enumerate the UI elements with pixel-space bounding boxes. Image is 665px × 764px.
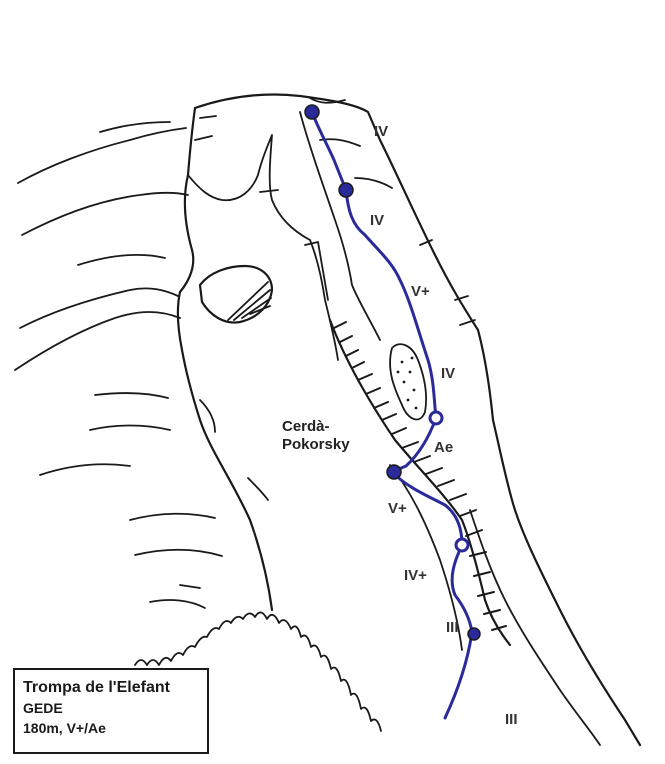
- ridge-line-6: [15, 312, 180, 370]
- pitch-grade-2: IV: [370, 212, 384, 229]
- pitch-grade-8: III: [446, 619, 459, 636]
- ridge-line-8: [90, 426, 170, 431]
- ridge-line-2: [100, 122, 170, 132]
- pitch-grade-3: V+: [411, 283, 430, 300]
- route-length-grade: 180m, V+/Ae: [23, 718, 207, 738]
- belay-station-5: [456, 539, 468, 551]
- route-name: Trompa de l'Elefant: [23, 678, 207, 698]
- pitch-grade-1: IV: [374, 123, 388, 140]
- ridge-line-14: [150, 600, 205, 608]
- rock-hole-shading: [228, 282, 271, 320]
- rock-right-spur: [470, 510, 600, 745]
- belay-station-1: [305, 105, 319, 119]
- ridge-line-13: [248, 478, 268, 500]
- pitch-grade-7: IV+: [404, 567, 427, 584]
- rock-pillar: [305, 242, 328, 300]
- route-author: GEDE: [23, 698, 207, 718]
- rock-hole: [200, 266, 272, 323]
- rock-pocket: [390, 344, 426, 419]
- ridge-line-1: [18, 128, 186, 183]
- ridge-line-9: [40, 464, 130, 475]
- rock-ledge-7: [195, 116, 278, 192]
- rock-ledge-3: [355, 178, 392, 188]
- ridge-line-4: [78, 255, 165, 265]
- rock-trunk: [188, 135, 310, 240]
- ridge-line-15: [180, 585, 200, 588]
- belay-station-4: [387, 465, 401, 479]
- pitch-grade-9: III: [505, 711, 518, 728]
- ridge-line-10: [130, 514, 215, 520]
- pitch-grade-4: IV: [441, 365, 455, 382]
- neighbor-route-label-line2: Pokorsky: [282, 436, 350, 453]
- neighbor-route-label-line1: Cerdà-: [282, 418, 330, 435]
- belay-station-6: [468, 628, 480, 640]
- ridge-line-5: [20, 288, 178, 328]
- pitch-grade-6: V+: [388, 500, 407, 517]
- ridge-line-7: [95, 393, 168, 398]
- belay-station-2: [339, 183, 353, 197]
- route-info-box: Trompa de l'Elefant GEDE 180m, V+/Ae: [13, 668, 209, 754]
- rock-crack: [310, 240, 338, 360]
- ridge-line-11: [135, 550, 222, 556]
- ridge-line-3: [22, 193, 188, 235]
- rock-left-face: [178, 108, 272, 610]
- rock-inner-edge: [300, 112, 380, 340]
- pitch-grade-5: Ae: [434, 439, 453, 456]
- overhang-line: [330, 320, 510, 645]
- belay-station-3: [430, 412, 442, 424]
